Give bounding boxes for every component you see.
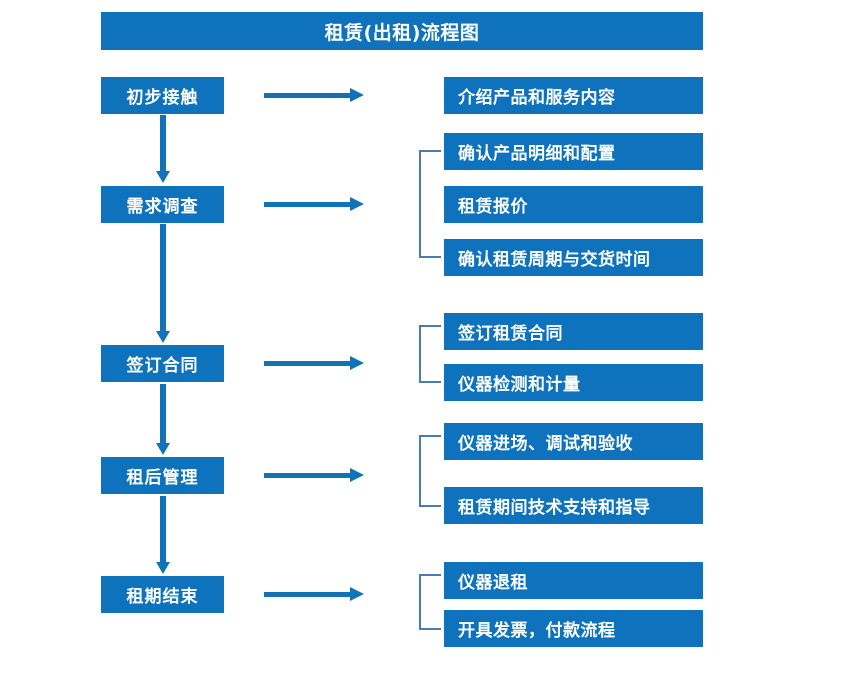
stage-box-post-rental-management[interactable]: 租后管理 (101, 457, 224, 494)
bracket-stub-bottom (419, 381, 441, 383)
detail-box-intro-products[interactable]: 介绍产品和服务内容 (444, 77, 703, 114)
stage-box-requirement-survey[interactable]: 需求调查 (101, 186, 224, 223)
bracket-stub-bottom (419, 256, 441, 258)
arrow-shaft (264, 361, 353, 366)
detail-box-invoice-payment[interactable]: 开具发票，付款流程 (444, 610, 703, 647)
bracket-stub-bottom (419, 628, 441, 630)
arrow-right-sign-contract (264, 356, 364, 370)
arrow-head (350, 356, 364, 370)
detail-box-confirm-period[interactable]: 确认租赁周期与交货时间 (444, 239, 703, 276)
arrow-down-contract-to-management (156, 384, 170, 455)
arrow-right-initial-contact (264, 88, 364, 102)
arrow-shaft (160, 384, 166, 443)
bracket-spine (419, 325, 421, 383)
detail-box-confirm-spec[interactable]: 确认产品明细和配置 (444, 133, 703, 170)
arrow-head (156, 171, 170, 183)
arrow-shaft (264, 592, 353, 597)
arrow-shaft (264, 473, 353, 478)
arrow-down-management-to-end (156, 496, 170, 574)
bracket-stub-top (419, 150, 441, 152)
arrow-head (156, 331, 170, 343)
bracket-sign-contract (419, 325, 441, 383)
detail-box-instrument-inspection[interactable]: 仪器检测和计量 (444, 364, 703, 401)
bracket-stub-bottom (419, 505, 441, 507)
arrow-head (350, 197, 364, 211)
arrow-shaft (264, 93, 353, 98)
arrow-head (350, 88, 364, 102)
arrow-down-contact-to-survey (156, 115, 170, 183)
arrow-shaft (160, 224, 166, 331)
detail-box-sign-rental-contract[interactable]: 签订租赁合同 (444, 313, 703, 350)
bracket-spine (419, 435, 421, 507)
bracket-spine (419, 574, 421, 630)
stage-box-initial-contact[interactable]: 初步接触 (101, 77, 224, 114)
stage-box-rental-end[interactable]: 租期结束 (101, 576, 224, 613)
detail-box-instrument-return[interactable]: 仪器退租 (444, 562, 703, 599)
detail-box-instrument-entry[interactable]: 仪器进场、调试和验收 (444, 423, 703, 460)
bracket-stub-top (419, 325, 441, 327)
arrow-right-post-rental-management (264, 468, 364, 482)
arrow-head (350, 587, 364, 601)
bracket-requirement-survey (419, 150, 441, 258)
arrow-shaft (160, 115, 166, 171)
stage-box-sign-contract[interactable]: 签订合同 (101, 345, 224, 382)
bracket-stub-top (419, 574, 441, 576)
bracket-spine (419, 150, 421, 258)
bracket-rental-end (419, 574, 441, 630)
arrow-head (156, 443, 170, 455)
arrow-shaft (160, 496, 166, 562)
page-title: 租赁(出租)流程图 (101, 12, 703, 50)
arrow-right-rental-end (264, 587, 364, 601)
detail-box-technical-support[interactable]: 租赁期间技术支持和指导 (444, 487, 703, 524)
bracket-stub-top (419, 435, 441, 437)
arrow-shaft (264, 202, 353, 207)
arrow-head (350, 468, 364, 482)
arrow-right-requirement-survey (264, 197, 364, 211)
detail-box-rental-quote[interactable]: 租赁报价 (444, 186, 703, 223)
arrow-head (156, 562, 170, 574)
arrow-down-survey-to-contract (156, 224, 170, 343)
bracket-post-rental-management (419, 435, 441, 507)
